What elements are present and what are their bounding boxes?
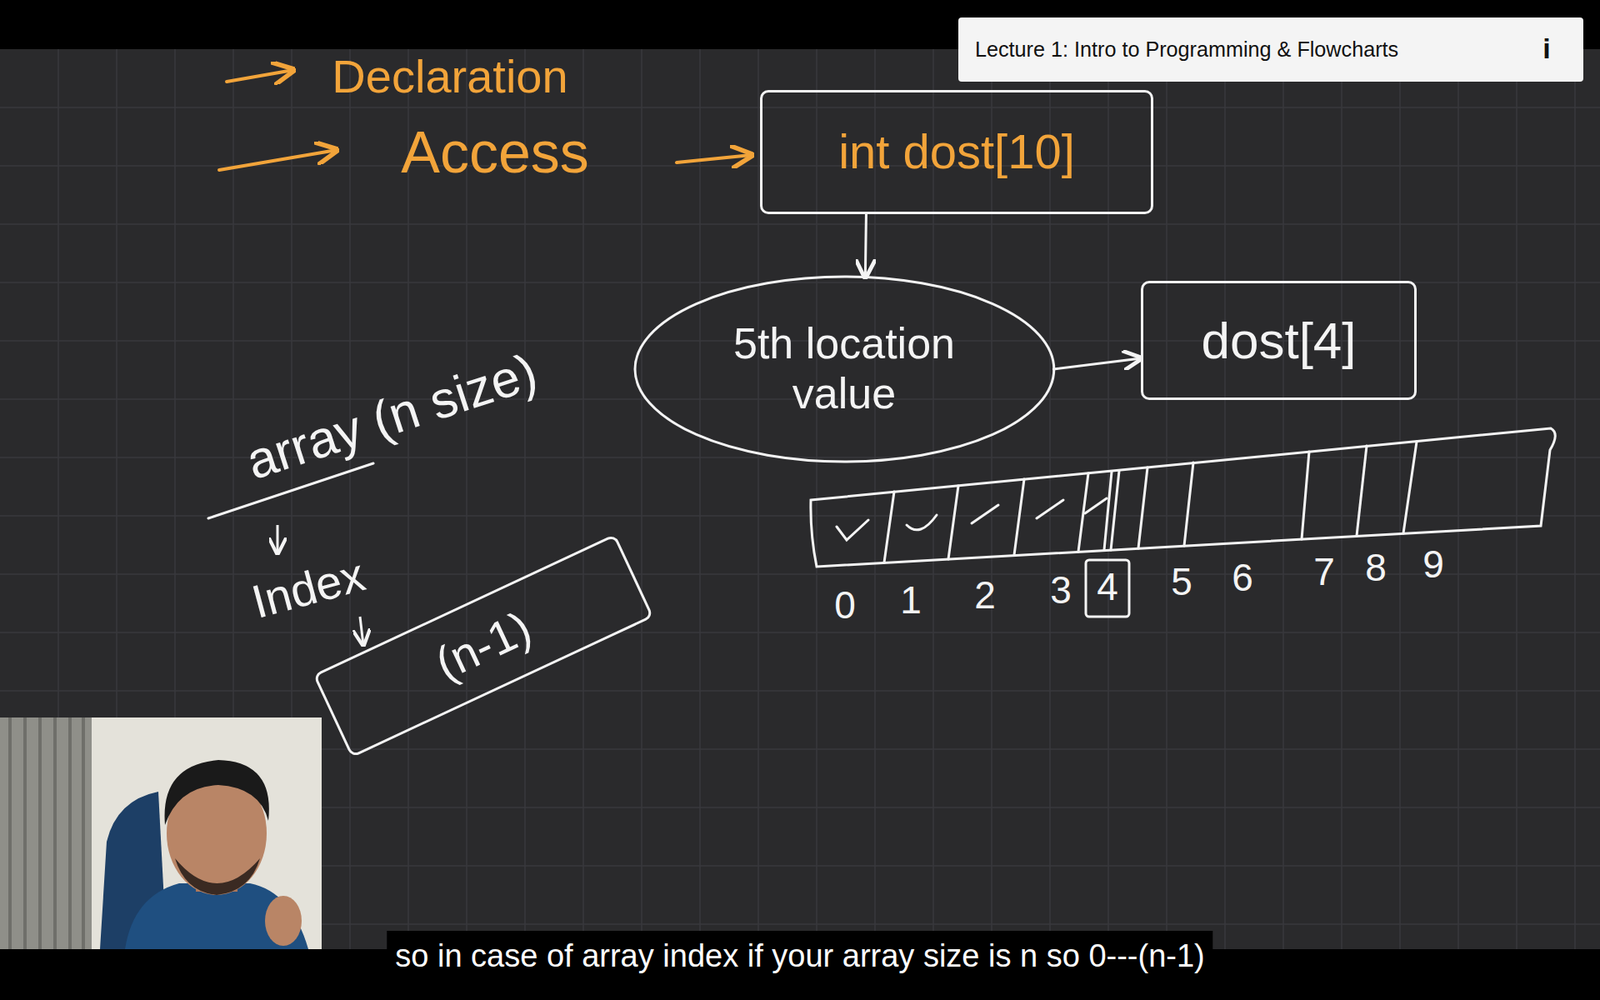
cell-divider bbox=[1301, 451, 1310, 540]
index-number: 2 bbox=[974, 574, 996, 617]
cell-divider bbox=[1184, 462, 1194, 546]
connector-arrow bbox=[1053, 358, 1141, 370]
board-ground bbox=[0, 49, 1600, 950]
cell-divider bbox=[1356, 445, 1367, 536]
index-number: 0 bbox=[834, 584, 856, 627]
tick-mark bbox=[1085, 498, 1107, 514]
ellipse-outline bbox=[635, 276, 1055, 462]
hair bbox=[165, 760, 270, 825]
video-title: Lecture 1: Intro to Programming & Flowch… bbox=[958, 17, 1584, 82]
index-number: 8 bbox=[1365, 546, 1387, 590]
index-number: 5 bbox=[1170, 560, 1193, 603]
highlight-box bbox=[1085, 560, 1130, 617]
hand-note: Index bbox=[246, 549, 370, 629]
connector-arrow bbox=[865, 214, 866, 278]
index-number: 6 bbox=[1231, 555, 1254, 599]
tick-mark bbox=[971, 505, 999, 524]
subtitle-box: so in case of array index if your array … bbox=[386, 930, 1213, 982]
webcam-feed bbox=[0, 717, 322, 950]
cell-divider bbox=[1138, 467, 1148, 549]
tick-mark bbox=[836, 520, 869, 540]
hand bbox=[265, 895, 302, 946]
cell-divider bbox=[1403, 441, 1417, 534]
beard bbox=[175, 858, 260, 895]
range-box: (n-1) bbox=[312, 534, 654, 759]
cell-divider bbox=[1104, 471, 1112, 550]
hand-arrow bbox=[276, 525, 280, 554]
note-ellipse: 5th location value bbox=[633, 275, 1056, 464]
index-number: 7 bbox=[1313, 550, 1335, 593]
hand-arrow bbox=[360, 616, 364, 645]
index-number: 3 bbox=[1050, 569, 1072, 612]
hand-arrow bbox=[226, 70, 294, 82]
curtain-folds bbox=[10, 717, 84, 950]
tick-marks bbox=[836, 498, 1107, 540]
node-text: dost[4] bbox=[1200, 310, 1356, 370]
curtain bbox=[0, 717, 92, 950]
title-panel: Lecture 1: Intro to Programming & Flowch… bbox=[958, 17, 1584, 82]
hand-note: array (n size) bbox=[239, 343, 544, 491]
index-number: 4 bbox=[1096, 565, 1119, 609]
index-number: 9 bbox=[1422, 542, 1445, 585]
cell-divider bbox=[884, 491, 895, 563]
section-heading: Declaration bbox=[331, 50, 568, 103]
cell-divider bbox=[948, 485, 959, 560]
node-text: 5th location value bbox=[702, 319, 986, 420]
tick-mark bbox=[906, 515, 937, 530]
access-box: dost[4] bbox=[1140, 280, 1417, 400]
board-grid bbox=[0, 49, 1600, 950]
webcam-ground bbox=[0, 717, 322, 950]
code-box: int dost[10] bbox=[760, 90, 1154, 215]
tick-mark bbox=[1036, 500, 1064, 519]
info-icon-letter: i bbox=[1542, 33, 1550, 65]
subtitle-text: so in case of array index if your array … bbox=[395, 930, 1205, 982]
hand-arrow bbox=[676, 155, 752, 163]
cell-divider bbox=[1014, 479, 1025, 555]
hand-arrow bbox=[219, 150, 337, 170]
grid-lines bbox=[0, 107, 1600, 925]
index-number: 1 bbox=[900, 579, 922, 622]
section-heading: Access bbox=[400, 120, 590, 185]
node-text: int dost[10] bbox=[838, 124, 1075, 180]
cell-divider bbox=[1110, 470, 1120, 550]
node-text: (n-1) bbox=[427, 600, 540, 691]
cell-dividers bbox=[884, 441, 1417, 563]
